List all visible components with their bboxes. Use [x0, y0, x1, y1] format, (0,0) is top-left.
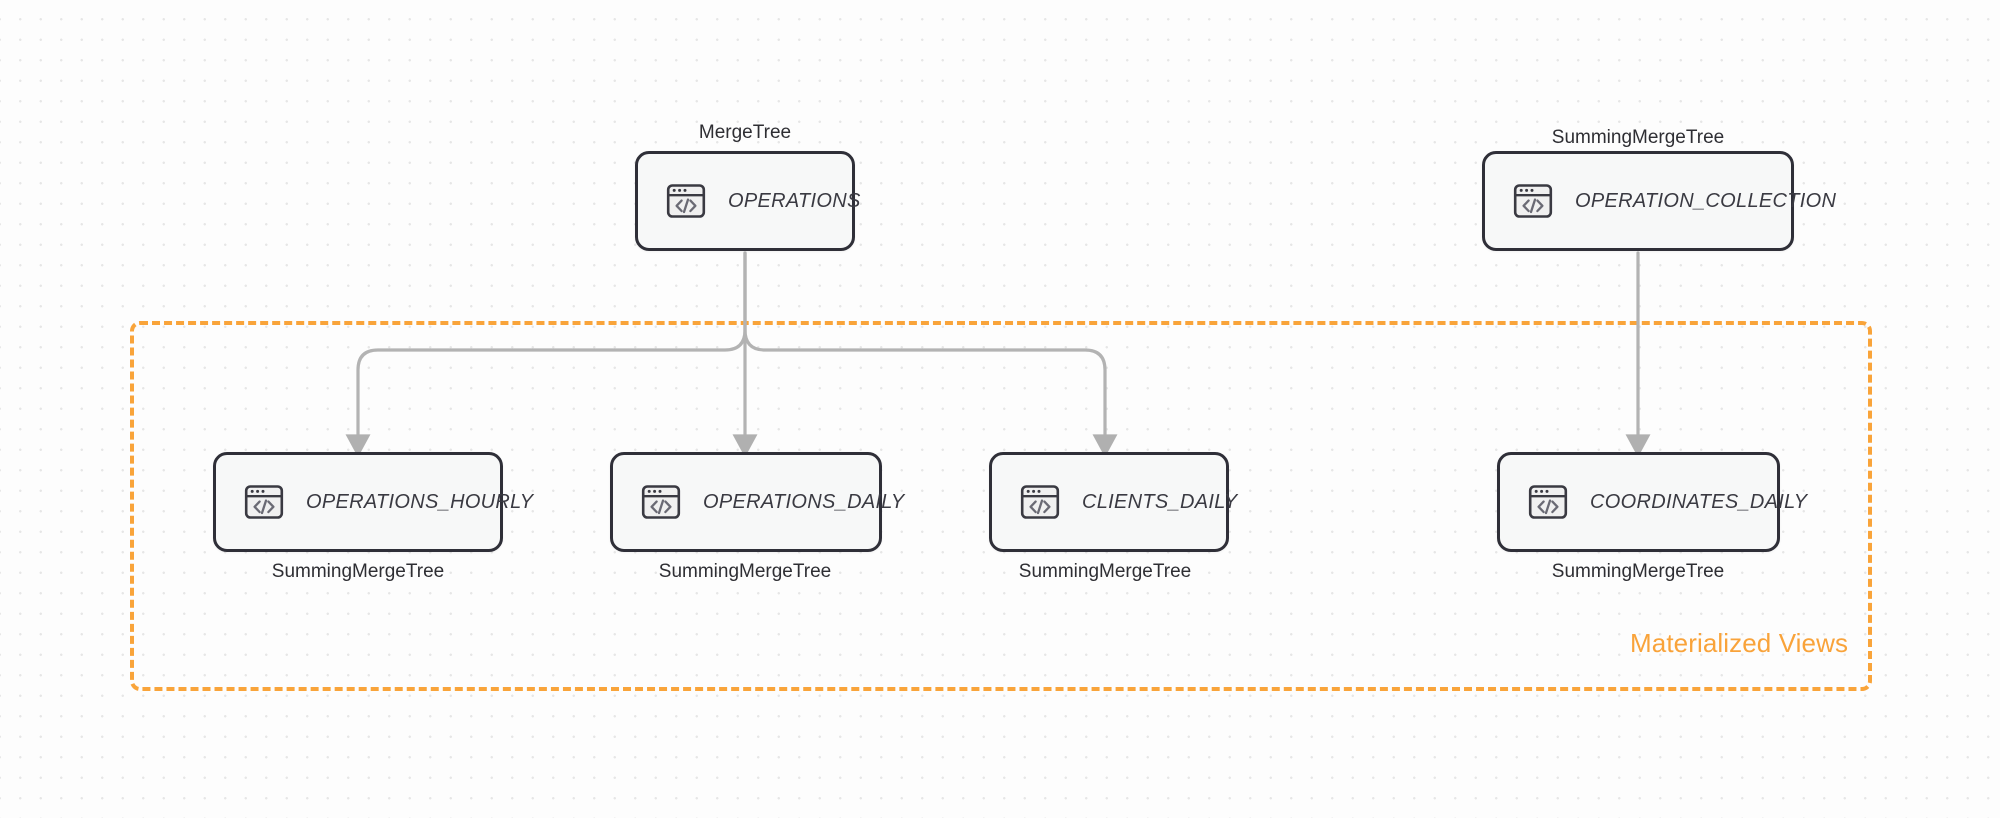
code-window-icon	[242, 480, 286, 524]
node-label-operations_daily: OPERATIONS_DAILY	[703, 490, 905, 513]
node-label-operation_collection: OPERATION_COLLECTION	[1575, 189, 1837, 212]
engine-caption-operations: MergeTree	[698, 122, 792, 143]
node-operation_collection[interactable]: OPERATION_COLLECTION	[1482, 151, 1836, 251]
engine-caption-coordinates_daily: SummingMergeTree	[1551, 561, 1725, 582]
node-coordinates_daily[interactable]: COORDINATES_DAILY	[1497, 452, 1807, 552]
code-window-icon	[1511, 179, 1555, 223]
engine-caption-operations_hourly: SummingMergeTree	[271, 561, 445, 582]
code-window-icon	[1526, 480, 1570, 524]
node-label-coordinates_daily: COORDINATES_DAILY	[1590, 490, 1808, 513]
node-clients_daily[interactable]: CLIENTS_DAILY	[989, 452, 1237, 552]
node-operations[interactable]: OPERATIONS	[635, 151, 860, 251]
node-operations_daily[interactable]: OPERATIONS_DAILY	[610, 452, 904, 552]
code-window-icon	[664, 179, 708, 223]
engine-caption-operation_collection: SummingMergeTree	[1551, 127, 1725, 148]
node-label-operations: OPERATIONS	[728, 189, 861, 212]
engine-caption-clients_daily: SummingMergeTree	[1018, 561, 1192, 582]
node-operations_hourly[interactable]: OPERATIONS_HOURLY	[213, 452, 533, 552]
materialized-views-group-label: Materialized Views	[1630, 628, 1849, 658]
node-label-operations_hourly: OPERATIONS_HOURLY	[306, 490, 534, 513]
engine-caption-operations_daily: SummingMergeTree	[658, 561, 832, 582]
code-window-icon	[639, 480, 683, 524]
code-window-icon	[1018, 480, 1062, 524]
node-label-clients_daily: CLIENTS_DAILY	[1082, 490, 1238, 513]
